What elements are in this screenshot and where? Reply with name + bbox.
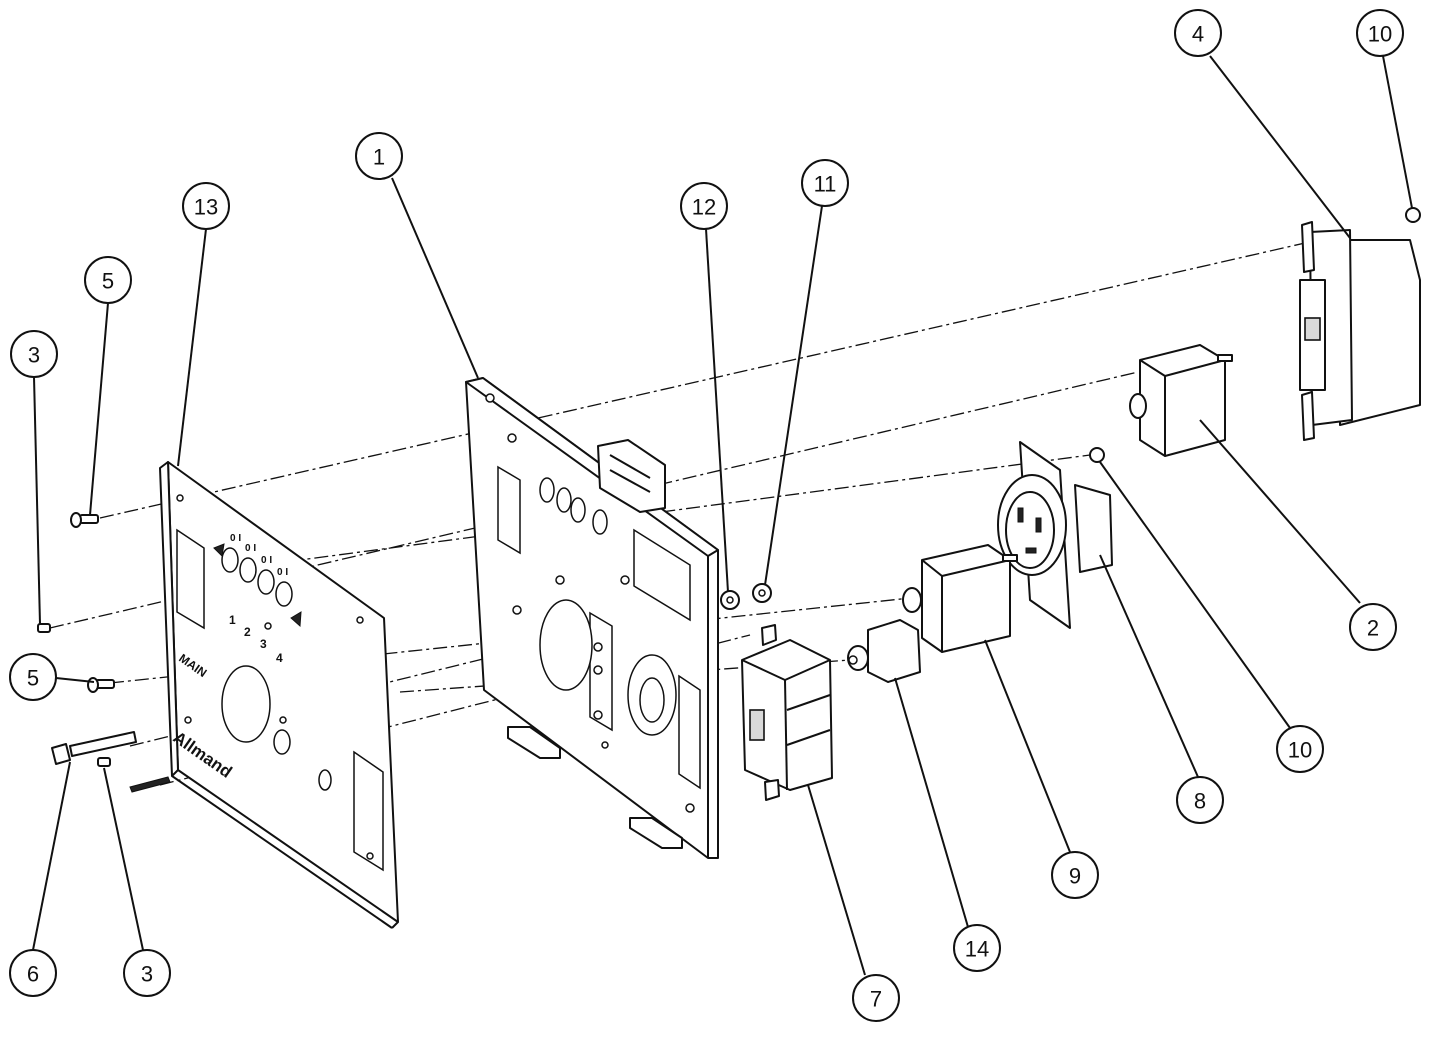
panel-rectangular-cutout: [633, 528, 691, 622]
receptacle-8: [997, 441, 1113, 629]
nut-11: [752, 583, 772, 603]
nut-10-upper: [1405, 207, 1421, 223]
balloon-3-upper: 3: [10, 330, 58, 378]
balloon-label: 4: [1192, 22, 1204, 47]
balloon-14: 14: [953, 924, 1001, 972]
balloon-label: 10: [1368, 22, 1392, 47]
balloon-label: 3: [141, 962, 153, 987]
balloon-label: 1: [373, 145, 385, 170]
faceplate: MAIN 0 I 0 I 0 I 0 I 1 2 3 4 Allmand: [159, 461, 399, 929]
switch-number-2: 2: [244, 625, 251, 639]
balloon-10-lower: 10: [1276, 725, 1324, 773]
balloon-9: 9: [1051, 851, 1099, 899]
balloon-label: 7: [870, 987, 882, 1012]
panel-round-cutout: [539, 599, 593, 691]
balloon-label: 2: [1367, 616, 1379, 641]
balloon-label: 10: [1288, 738, 1312, 763]
leader-lines: [32, 55, 1413, 976]
balloon-label: 11: [814, 172, 837, 197]
screw-rear: [129, 776, 171, 793]
balloon-4: 4: [1174, 9, 1222, 57]
warning-icon: [290, 611, 302, 628]
screw-3-upper: [37, 623, 51, 633]
balloon-1: 1: [355, 132, 403, 180]
switch-14: [847, 619, 921, 683]
breaker-2: [1129, 344, 1233, 457]
breaker-9: [902, 544, 1018, 653]
panel-rectangular-cutout: [497, 465, 521, 555]
nut-12: [720, 590, 740, 610]
switch-marking-2: 0 I: [245, 543, 256, 554]
balloon-3-lower: 3: [123, 949, 171, 997]
panel-foot: [629, 817, 683, 849]
balloon-label: 13: [194, 195, 218, 220]
switch-number-1: 1: [229, 613, 236, 627]
balloon-label: 12: [692, 195, 716, 220]
main-breaker: [1299, 221, 1421, 441]
switch-number-3: 3: [260, 637, 267, 651]
balloon-8: 8: [1176, 776, 1224, 824]
balloon-label: 6: [27, 962, 39, 987]
toggle-switch-icon: [556, 487, 572, 513]
balloon-10-upper: 10: [1356, 9, 1404, 57]
switch-marking-1: 0 I: [230, 533, 241, 544]
balloon-7: 7: [852, 974, 900, 1022]
balloon-label: 8: [1194, 789, 1206, 814]
switch-marking-4: 0 I: [277, 567, 288, 578]
switch-number-4: 4: [276, 651, 283, 665]
screw-5-upper: [70, 512, 99, 528]
fasteners: [37, 512, 171, 793]
faceplate-round-cutout: [221, 665, 271, 743]
bolt-6: [51, 731, 137, 765]
screw-3-lower: [97, 757, 111, 767]
toggle-switch-icon: [570, 497, 586, 523]
balloon-13: 13: [182, 182, 230, 230]
toggle-switch-icon: [539, 477, 555, 503]
faceplate-rectangular-cutout: [353, 750, 384, 872]
balloon-11: 11: [801, 159, 849, 207]
mounting-panel: [465, 377, 719, 859]
switch-marking-3: 0 I: [261, 555, 272, 566]
assembly-line-breaker-4: [99, 242, 1306, 519]
gfci-receptacle-7: [741, 624, 833, 801]
balloon-label: 5: [27, 666, 39, 691]
balloon-5-upper: 5: [84, 256, 132, 304]
faceplate-rectangular-cutout: [176, 528, 205, 630]
balloon-label: 9: [1069, 864, 1081, 889]
balloon-label: 14: [965, 937, 989, 962]
screw-5-lower: [87, 677, 115, 693]
balloon-2: 2: [1349, 603, 1397, 651]
balloon-6: 6: [9, 949, 57, 997]
breaker-toggle-icon: [902, 587, 922, 613]
breaker-toggle-icon: [1129, 393, 1147, 419]
balloon-12: 12: [680, 182, 728, 230]
balloon-label: 5: [102, 269, 114, 294]
balloon-5-lower: 5: [9, 653, 57, 701]
panel-foot: [507, 726, 561, 759]
warning-icon: [213, 543, 225, 558]
panel-rectangular-cutout: [678, 674, 701, 790]
balloon-label: 3: [28, 343, 40, 368]
nut-10-lower: [1089, 447, 1105, 463]
